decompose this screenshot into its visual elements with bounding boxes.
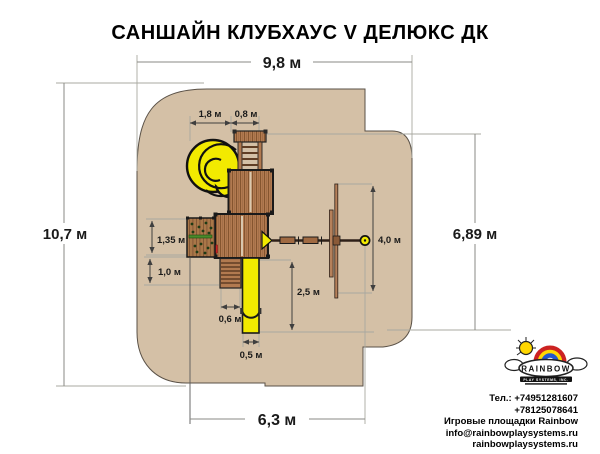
dim-bottom-width: 6,3 м <box>258 412 297 429</box>
dim-0-5: 0,5 м <box>240 350 263 361</box>
page-title: САНШАЙН КЛУБХАУС V ДЕЛЮКС ДК <box>111 22 489 44</box>
detail-dimension-lines <box>147 120 376 345</box>
dimension-labels: 9,8 м 10,7 м 6,89 м 6,3 м 1,8 м 0,8 м 1,… <box>43 55 497 429</box>
upper-tower-deck <box>227 168 274 215</box>
contact-email: info@rainbowplaysystems.ru <box>445 427 578 439</box>
dim-1-0: 1,0 м <box>158 267 181 278</box>
swing-set <box>272 183 371 299</box>
logo-subtitle-band <box>520 376 572 382</box>
straight-slide <box>240 257 262 334</box>
dim-right-height: 6,89 м <box>453 226 497 243</box>
extension-lines <box>56 55 511 424</box>
swing-beam-bracket <box>261 230 273 251</box>
access-stairs <box>219 257 242 289</box>
dim-top-width: 9,8 м <box>263 55 302 72</box>
dim-left-height: 10,7 м <box>43 226 87 243</box>
label-backgrounds <box>34 52 506 430</box>
contact-company: Игровые площадки Rainbow <box>444 416 578 428</box>
dim-1-8: 1,8 м <box>199 109 222 120</box>
rock-climbing-wall <box>186 216 216 258</box>
sun-icon <box>516 337 536 356</box>
contact-phone-1: Тел.: +74951281607 <box>489 393 578 404</box>
logo-tagline-band <box>525 383 567 385</box>
dim-0-8: 0,8 м <box>235 109 258 120</box>
rainbow-logo: RAINBOW PLAY SYSTEMS, INC. <box>444 334 588 391</box>
lower-tower-deck <box>213 212 270 259</box>
logo-brand-text: RAINBOW <box>521 365 571 374</box>
dim-2-5: 2,5 м <box>297 287 320 298</box>
contact-block: RAINBOW PLAY SYSTEMS, INC. Тел.: +749512… <box>444 334 588 451</box>
contact-phone-2: +78125078641 <box>514 404 578 416</box>
logo-subtitle-text: PLAY SYSTEMS, INC. <box>523 378 568 382</box>
contact-website: rainbowplaysystems.ru <box>472 439 578 451</box>
dim-0-6: 0,6 м <box>219 314 242 325</box>
dim-1-35: 1,35 м <box>157 235 185 246</box>
dim-4-0: 4,0 м <box>378 235 401 246</box>
